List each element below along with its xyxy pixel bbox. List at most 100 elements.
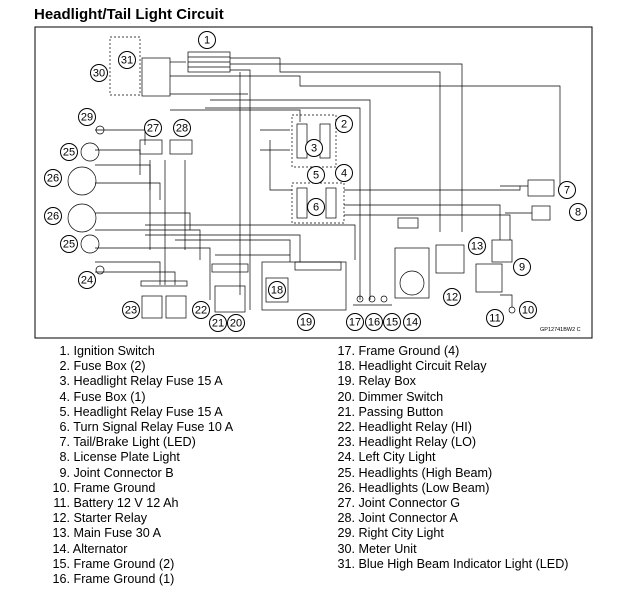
callout-26: 26 xyxy=(44,207,62,225)
callout-label: 25 xyxy=(63,239,75,251)
callout-20: 20 xyxy=(227,314,245,332)
diagram-frame xyxy=(34,26,593,339)
callout-label: 22 xyxy=(195,305,207,317)
legend-item-number: 7. xyxy=(59,435,70,450)
legend-item-label: Frame Ground (2) xyxy=(70,556,175,571)
legend-item-label: Relay Box xyxy=(355,374,416,389)
legend-item-label: Joint Connector A xyxy=(355,511,458,526)
legend-item-label: Headlights (Low Beam) xyxy=(355,480,490,495)
legend-item-number: 21. xyxy=(337,404,355,419)
legend-item-label: Headlight Relay Fuse 15 A xyxy=(70,374,223,389)
page-title: Headlight/Tail Light Circuit xyxy=(34,6,224,23)
legend-item-label: Headlight Circuit Relay xyxy=(355,359,487,374)
legend-item-label: Frame Ground (1) xyxy=(70,572,175,587)
legend-item-label: Blue High Beam Indicator Light (LED) xyxy=(355,556,569,571)
legend-item: 23. Headlight Relay (LO) xyxy=(335,435,569,450)
callout-6: 6 xyxy=(307,198,325,216)
callout-label: 25 xyxy=(63,147,75,159)
callout-label: 21 xyxy=(212,318,224,330)
legend-item-label: Headlight Relay (LO) xyxy=(355,435,477,450)
callouts: 1234567891011121314151617181920212223242… xyxy=(44,31,587,332)
legend-item-number: 25. xyxy=(337,465,355,480)
legend-item: 27. Joint Connector G xyxy=(335,496,569,511)
legend-item-label: License Plate Light xyxy=(70,450,180,465)
callout-30: 30 xyxy=(90,64,108,82)
legend-item-label: Battery 12 V 12 Ah xyxy=(70,496,179,511)
callout-15: 15 xyxy=(383,313,401,331)
legend-item-label: Passing Button xyxy=(355,404,444,419)
legend-item-label: Headlights (High Beam) xyxy=(355,465,493,480)
callout-label: 17 xyxy=(349,317,361,329)
legend-item: 15. Frame Ground (2) xyxy=(40,557,233,572)
legend-item-label: Left City Light xyxy=(355,450,436,465)
legend-item: 30. Meter Unit xyxy=(335,542,569,557)
callout-29: 29 xyxy=(78,108,96,126)
legend-item: 12. Starter Relay xyxy=(40,511,233,526)
callout-label: 9 xyxy=(519,262,525,274)
callout-label: 26 xyxy=(47,173,59,185)
legend-item: 4. Fuse Box (1) xyxy=(40,390,233,405)
callout-22: 22 xyxy=(192,301,210,319)
callout-label: 14 xyxy=(406,317,418,329)
legend-item-number: 23. xyxy=(337,435,355,450)
callout-13: 13 xyxy=(468,237,486,255)
legend-item-number: 28. xyxy=(337,511,355,526)
legend-item: 17. Frame Ground (4) xyxy=(335,344,569,359)
callout-label: 27 xyxy=(147,123,159,135)
legend-item-number: 13. xyxy=(52,526,70,541)
legend-item: 16. Frame Ground (1) xyxy=(40,572,233,587)
legend-item-number: 15. xyxy=(52,556,70,571)
legend-item-number: 29. xyxy=(337,526,355,541)
legend-item: 21. Passing Button xyxy=(335,405,569,420)
legend-item: 24. Left City Light xyxy=(335,450,569,465)
legend-item-number: 20. xyxy=(337,389,355,404)
legend-item: 3. Headlight Relay Fuse 15 A xyxy=(40,374,233,389)
callout-25: 25 xyxy=(60,143,78,161)
legend-item-label: Fuse Box (2) xyxy=(70,359,146,374)
callout-label: 20 xyxy=(230,318,242,330)
legend-item-label: Dimmer Switch xyxy=(355,389,444,404)
legend-item: 13. Main Fuse 30 A xyxy=(40,526,233,541)
legend-item-number: 12. xyxy=(52,511,70,526)
legend-item-number: 16. xyxy=(52,572,70,587)
callout-27: 27 xyxy=(144,119,162,137)
legend-item-number: 30. xyxy=(337,541,355,556)
legend-item-number: 11. xyxy=(53,496,70,511)
legend-item-label: Meter Unit xyxy=(355,541,417,556)
callout-2: 2 xyxy=(335,115,353,133)
callout-19: 19 xyxy=(297,313,315,331)
callout-label: 15 xyxy=(386,317,398,329)
legend-item: 7. Tail/Brake Light (LED) xyxy=(40,435,233,450)
callout-label: 6 xyxy=(313,202,319,214)
callout-31: 31 xyxy=(118,51,136,69)
legend-item: 1. Ignition Switch xyxy=(40,344,233,359)
callout-label: 5 xyxy=(313,170,319,182)
callout-25: 25 xyxy=(60,235,78,253)
legend-item-label: Frame Ground xyxy=(70,480,156,495)
callout-label: 26 xyxy=(47,211,59,223)
callout-8: 8 xyxy=(569,203,587,221)
legend-item-number: 17. xyxy=(337,344,355,358)
callout-label: 19 xyxy=(300,317,312,329)
legend-item-label: Headlight Relay (HI) xyxy=(355,420,472,435)
callout-label: 7 xyxy=(564,185,570,197)
legend-item-label: Turn Signal Relay Fuse 10 A xyxy=(70,420,234,435)
legend-item: 22. Headlight Relay (HI) xyxy=(335,420,569,435)
legend-item-number: 1. xyxy=(59,344,70,358)
legend-item-number: 2. xyxy=(59,359,70,374)
callout-21: 21 xyxy=(209,314,227,332)
legend-item-number: 19. xyxy=(337,374,355,389)
callout-label: 30 xyxy=(93,68,105,80)
legend-item-label: Right City Light xyxy=(355,526,444,541)
wiring-harness xyxy=(67,36,561,319)
legend-item: 14. Alternator xyxy=(40,542,233,557)
callout-24: 24 xyxy=(78,271,96,289)
legend-item-number: 18. xyxy=(337,359,355,374)
legend-item-number: 27. xyxy=(337,496,355,511)
legend-item-label: Joint Connector G xyxy=(355,496,460,511)
callout-label: 28 xyxy=(176,123,188,135)
legend-item-number: 5. xyxy=(59,404,70,419)
callout-17: 17 xyxy=(346,313,364,331)
legend-item-label: Tail/Brake Light (LED) xyxy=(70,435,196,450)
